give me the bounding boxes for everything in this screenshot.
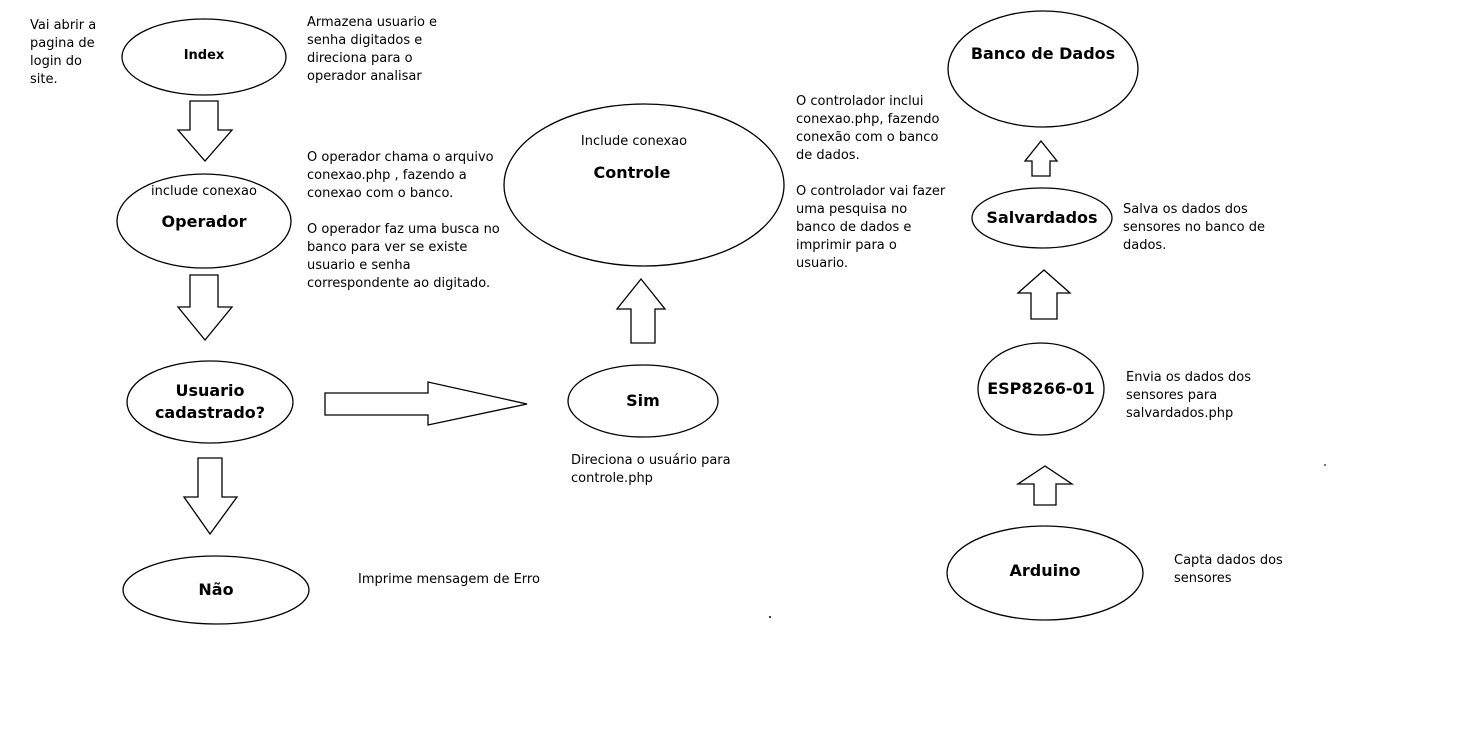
controle-ellipse: [503, 103, 785, 267]
banco-de-dados-ellipse: [947, 10, 1139, 128]
arrow-usuario-to-nao: [182, 457, 239, 536]
note-sim: Direciona o usuário para controle.php: [571, 453, 731, 486]
esp8266-ellipse: [977, 342, 1105, 436]
index-ellipse: [121, 18, 287, 96]
note-salvardados: Salva os dados dos sensores no banco de …: [1123, 202, 1265, 253]
arrow-operador-to-usuario: [176, 274, 234, 342]
operador-ellipse: [116, 173, 292, 269]
stray-dot-2: [1324, 464, 1326, 466]
controle-include-label: Include conexao: [580, 134, 688, 149]
note-controle: O controlador inclui conexao.php, fazend…: [796, 94, 946, 271]
note-index-right: Armazena usuario e senha digitados e dir…: [307, 15, 438, 84]
note-index-left: Vai abrir a pagina de login do site.: [30, 18, 97, 87]
salvardados-ellipse: [971, 187, 1113, 249]
controle-label: Controle: [593, 163, 671, 182]
stray-dot-1: [769, 616, 771, 618]
note-esp8266: Envia os dados dos sensores para salvard…: [1126, 370, 1252, 421]
arduino-ellipse: [946, 525, 1144, 621]
arrow-arduino-to-esp8266: [1015, 465, 1075, 506]
arrow-usuario-to-sim: [324, 381, 528, 426]
index-label: Index: [183, 48, 225, 63]
esp8266-label: ESP8266-01: [987, 379, 1095, 398]
nao-label: Não: [198, 580, 234, 599]
banco-de-dados-label: Banco de Dados: [970, 44, 1116, 63]
salvardados-label: Salvardados: [986, 208, 1098, 227]
arduino-label: Arduino: [1009, 561, 1081, 580]
usuario-cadastrado-ellipse: [126, 360, 294, 444]
sim-ellipse: [567, 364, 719, 438]
sim-label: Sim: [626, 391, 660, 410]
arrow-salvardados-to-banco: [1023, 139, 1059, 177]
operador-include-label: include conexao: [151, 184, 257, 199]
nao-ellipse: [122, 555, 310, 625]
operador-label: Operador: [161, 212, 247, 231]
arrow-index-to-operador: [176, 100, 234, 162]
note-operador: O operador chama o arquivo conexao.php ,…: [307, 150, 500, 291]
arrow-sim-to-controle: [615, 277, 667, 344]
arrow-esp8266-to-salvardados: [1016, 269, 1072, 320]
note-arduino: Capta dados dos sensores: [1174, 553, 1283, 586]
note-nao: Imprime mensagem de Erro: [358, 572, 540, 587]
usuario-cadastrado-label: Usuario cadastrado?: [154, 381, 266, 422]
